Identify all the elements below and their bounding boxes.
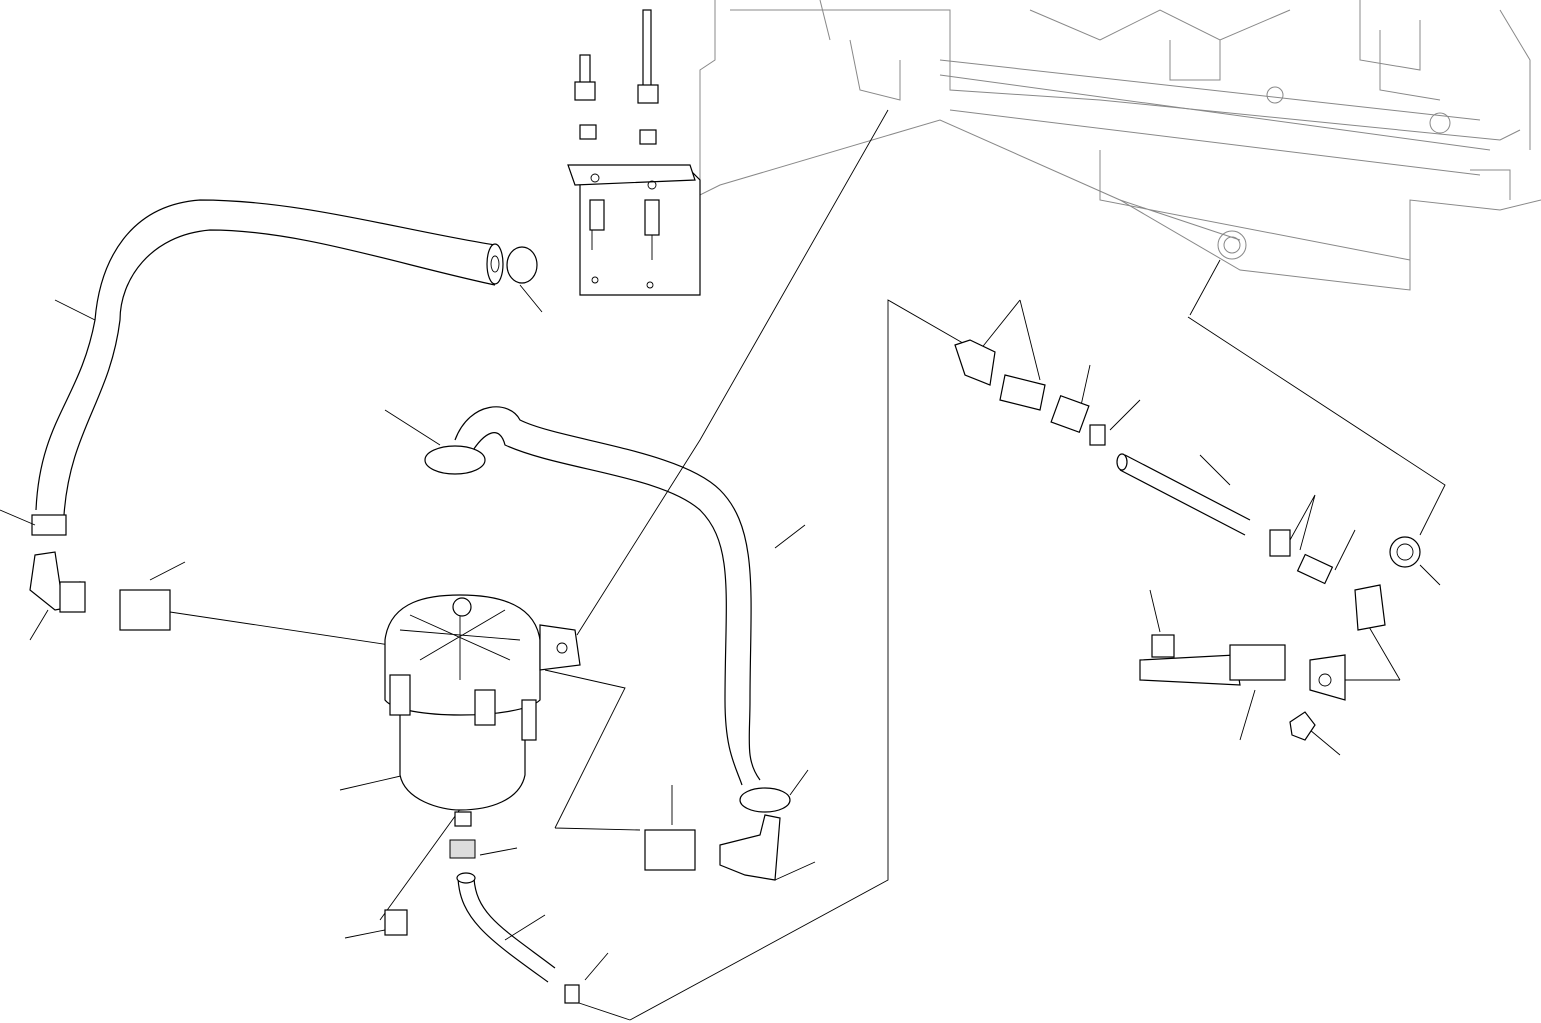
hose-clamp: [1269, 529, 1291, 557]
hose-drain: [456, 872, 580, 1004]
fitting-assembly-right: [954, 339, 1421, 741]
drain-plug: [384, 909, 408, 936]
elbow-fitting: [1309, 654, 1346, 701]
cap: [1151, 634, 1175, 658]
fuel-filter: [384, 594, 581, 936]
adapter-fitting: [119, 589, 171, 631]
hose-clamp: [739, 787, 791, 813]
engine-block: [699, 0, 1541, 291]
valve-handle: [1139, 654, 1241, 686]
mounting-bracket: [567, 9, 701, 296]
hose-clamp: [449, 839, 476, 859]
hose-clamp: [31, 514, 67, 536]
adapter-fitting: [644, 829, 696, 871]
elbow-fitting: [719, 814, 781, 881]
elbow-fitting-left: [29, 551, 171, 631]
nut: [1389, 536, 1421, 568]
plug: [1289, 711, 1316, 741]
hose-clamp: [424, 445, 486, 475]
hose-upper-left: [31, 199, 538, 536]
leader-lines: [0, 109, 1446, 1021]
ball-valve: [1229, 644, 1286, 681]
hose-main: [424, 406, 791, 881]
hose-clamp: [506, 246, 538, 284]
tee-fitting: [1354, 584, 1386, 631]
